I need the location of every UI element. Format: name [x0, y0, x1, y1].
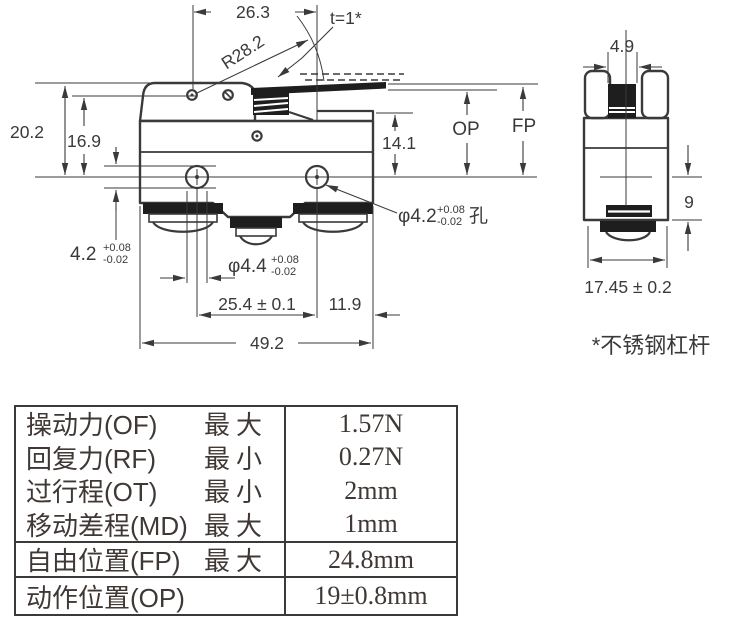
dim-hole-pitch-label: 25.4 ± 0.1	[218, 294, 296, 314]
row-value: 1mm	[284, 507, 456, 541]
row-label: 操动力(OF)	[26, 410, 158, 441]
row-qualifier: 最大	[203, 410, 268, 441]
hole-tol-plus: +0.08	[437, 204, 465, 216]
spec-table: 操动力(OF) 最大 1.57N 回复力(RF) 最小 0.27N 过行程(OT…	[14, 405, 458, 616]
front-view	[138, 15, 404, 246]
slot-tol-plus: +0.08	[103, 242, 131, 254]
row-qualifier: 最大	[203, 546, 268, 576]
dimension-lines	[61, 8, 692, 347]
row-value: 2mm	[284, 474, 456, 508]
row-label: 过行程(OT)	[26, 477, 158, 508]
slot-tol-minus: -0.02	[103, 254, 128, 266]
pivot-hole	[186, 89, 198, 101]
dim-top-width-label: 26.3	[236, 2, 270, 22]
table-row: 操动力(OF) 最大 1.57N	[16, 407, 456, 441]
side-ear-right	[640, 69, 670, 120]
row-label: 动作位置(OP)	[26, 582, 185, 613]
screw-slot	[223, 90, 233, 100]
row-label-cell: 回复力(RF) 最小	[16, 441, 284, 475]
row-value: 19±0.8mm	[284, 578, 456, 614]
row-value: 0.27N	[284, 440, 456, 474]
hole-suffix-label: 孔	[469, 205, 488, 227]
fp-label: FP	[512, 116, 536, 137]
dim-width-total-label: 49.2	[250, 333, 284, 353]
side-plunger	[608, 84, 636, 104]
side-spring-turns	[609, 107, 635, 113]
terminal-dia-label: φ4.4	[228, 256, 267, 277]
table-row: 动作位置(OP) 19±0.8mm	[16, 576, 456, 614]
row-label-cell: 动作位置(OP)	[16, 578, 284, 614]
dim-depth-total-label: 17.45 ± 0.2	[584, 277, 671, 297]
row-label: 移动差程(MD)	[26, 510, 188, 541]
terminal-tol-plus: +0.08	[271, 254, 299, 266]
dim-edge-offset-label: 11.9	[329, 294, 362, 314]
row-label-cell: 过行程(OT) 最小	[16, 474, 284, 508]
dim-height-total-label: 20.2	[10, 122, 44, 142]
terminal-left	[143, 203, 223, 233]
row-label-cell: 自由位置(FP) 最大	[16, 543, 284, 576]
lever-arm	[251, 82, 386, 95]
switch-head-outline	[138, 81, 257, 123]
row-value: 1.57N	[284, 407, 456, 441]
lever-travel-arc	[296, 15, 325, 82]
terminal-center	[230, 217, 282, 246]
stainless-lever-note: *不锈钢杠杆	[592, 333, 711, 358]
dim-depth-below-center-label: 9	[684, 192, 694, 212]
row-label: 自由位置(FP)	[26, 546, 181, 576]
table-row: 回复力(RF) 最小 0.27N	[16, 440, 456, 475]
dimension-drawing: 26.3 t=1* R28.2 20.2 16.9 14.1 OP FP φ4.…	[10, 2, 711, 358]
screw-hole	[222, 89, 234, 101]
lever-thickness-label: t=1*	[330, 8, 362, 28]
row-label-cell: 移动差程(MD) 最大	[16, 508, 284, 542]
terminal-right	[293, 203, 373, 233]
hole-tol-minus: -0.02	[437, 216, 462, 228]
table-row: 移动差程(MD) 最大 1mm	[16, 507, 456, 542]
side-ear-left	[583, 69, 612, 120]
slot-height-label: 4.2	[70, 244, 96, 265]
op-label: OP	[452, 119, 479, 140]
row-value: 24.8mm	[284, 543, 456, 576]
coil-spring-turns	[253, 97, 289, 113]
hole-dia-label: φ4.2	[398, 206, 437, 227]
dim-plunger-width-label: 4.9	[610, 36, 634, 56]
cover-screw-hole	[251, 130, 263, 142]
head-step-line	[288, 110, 314, 122]
cover-screw-dot	[255, 134, 259, 138]
table-row: 自由位置(FP) 最大 24.8mm	[16, 541, 456, 576]
row-qualifier: 最大	[203, 510, 268, 541]
dim-height-pivot-label: 16.9	[67, 131, 101, 151]
row-qualifier: 最小	[203, 477, 268, 508]
extension-lines	[35, 5, 702, 349]
lever-radius-label: R28.2	[218, 31, 268, 73]
dim-height-body-label: 14.1	[382, 133, 416, 153]
row-qualifier: 最小	[203, 443, 268, 474]
lever-free-position-dashes	[300, 73, 404, 81]
row-label-cell: 操动力(OF) 最大	[16, 407, 284, 441]
table-row: 过行程(OT) 最小 2mm	[16, 474, 456, 508]
side-terminal-screw	[600, 205, 656, 242]
body-ledge	[317, 109, 375, 121]
row-label: 回复力(RF)	[26, 443, 156, 474]
terminal-tol-minus: -0.02	[271, 266, 296, 278]
